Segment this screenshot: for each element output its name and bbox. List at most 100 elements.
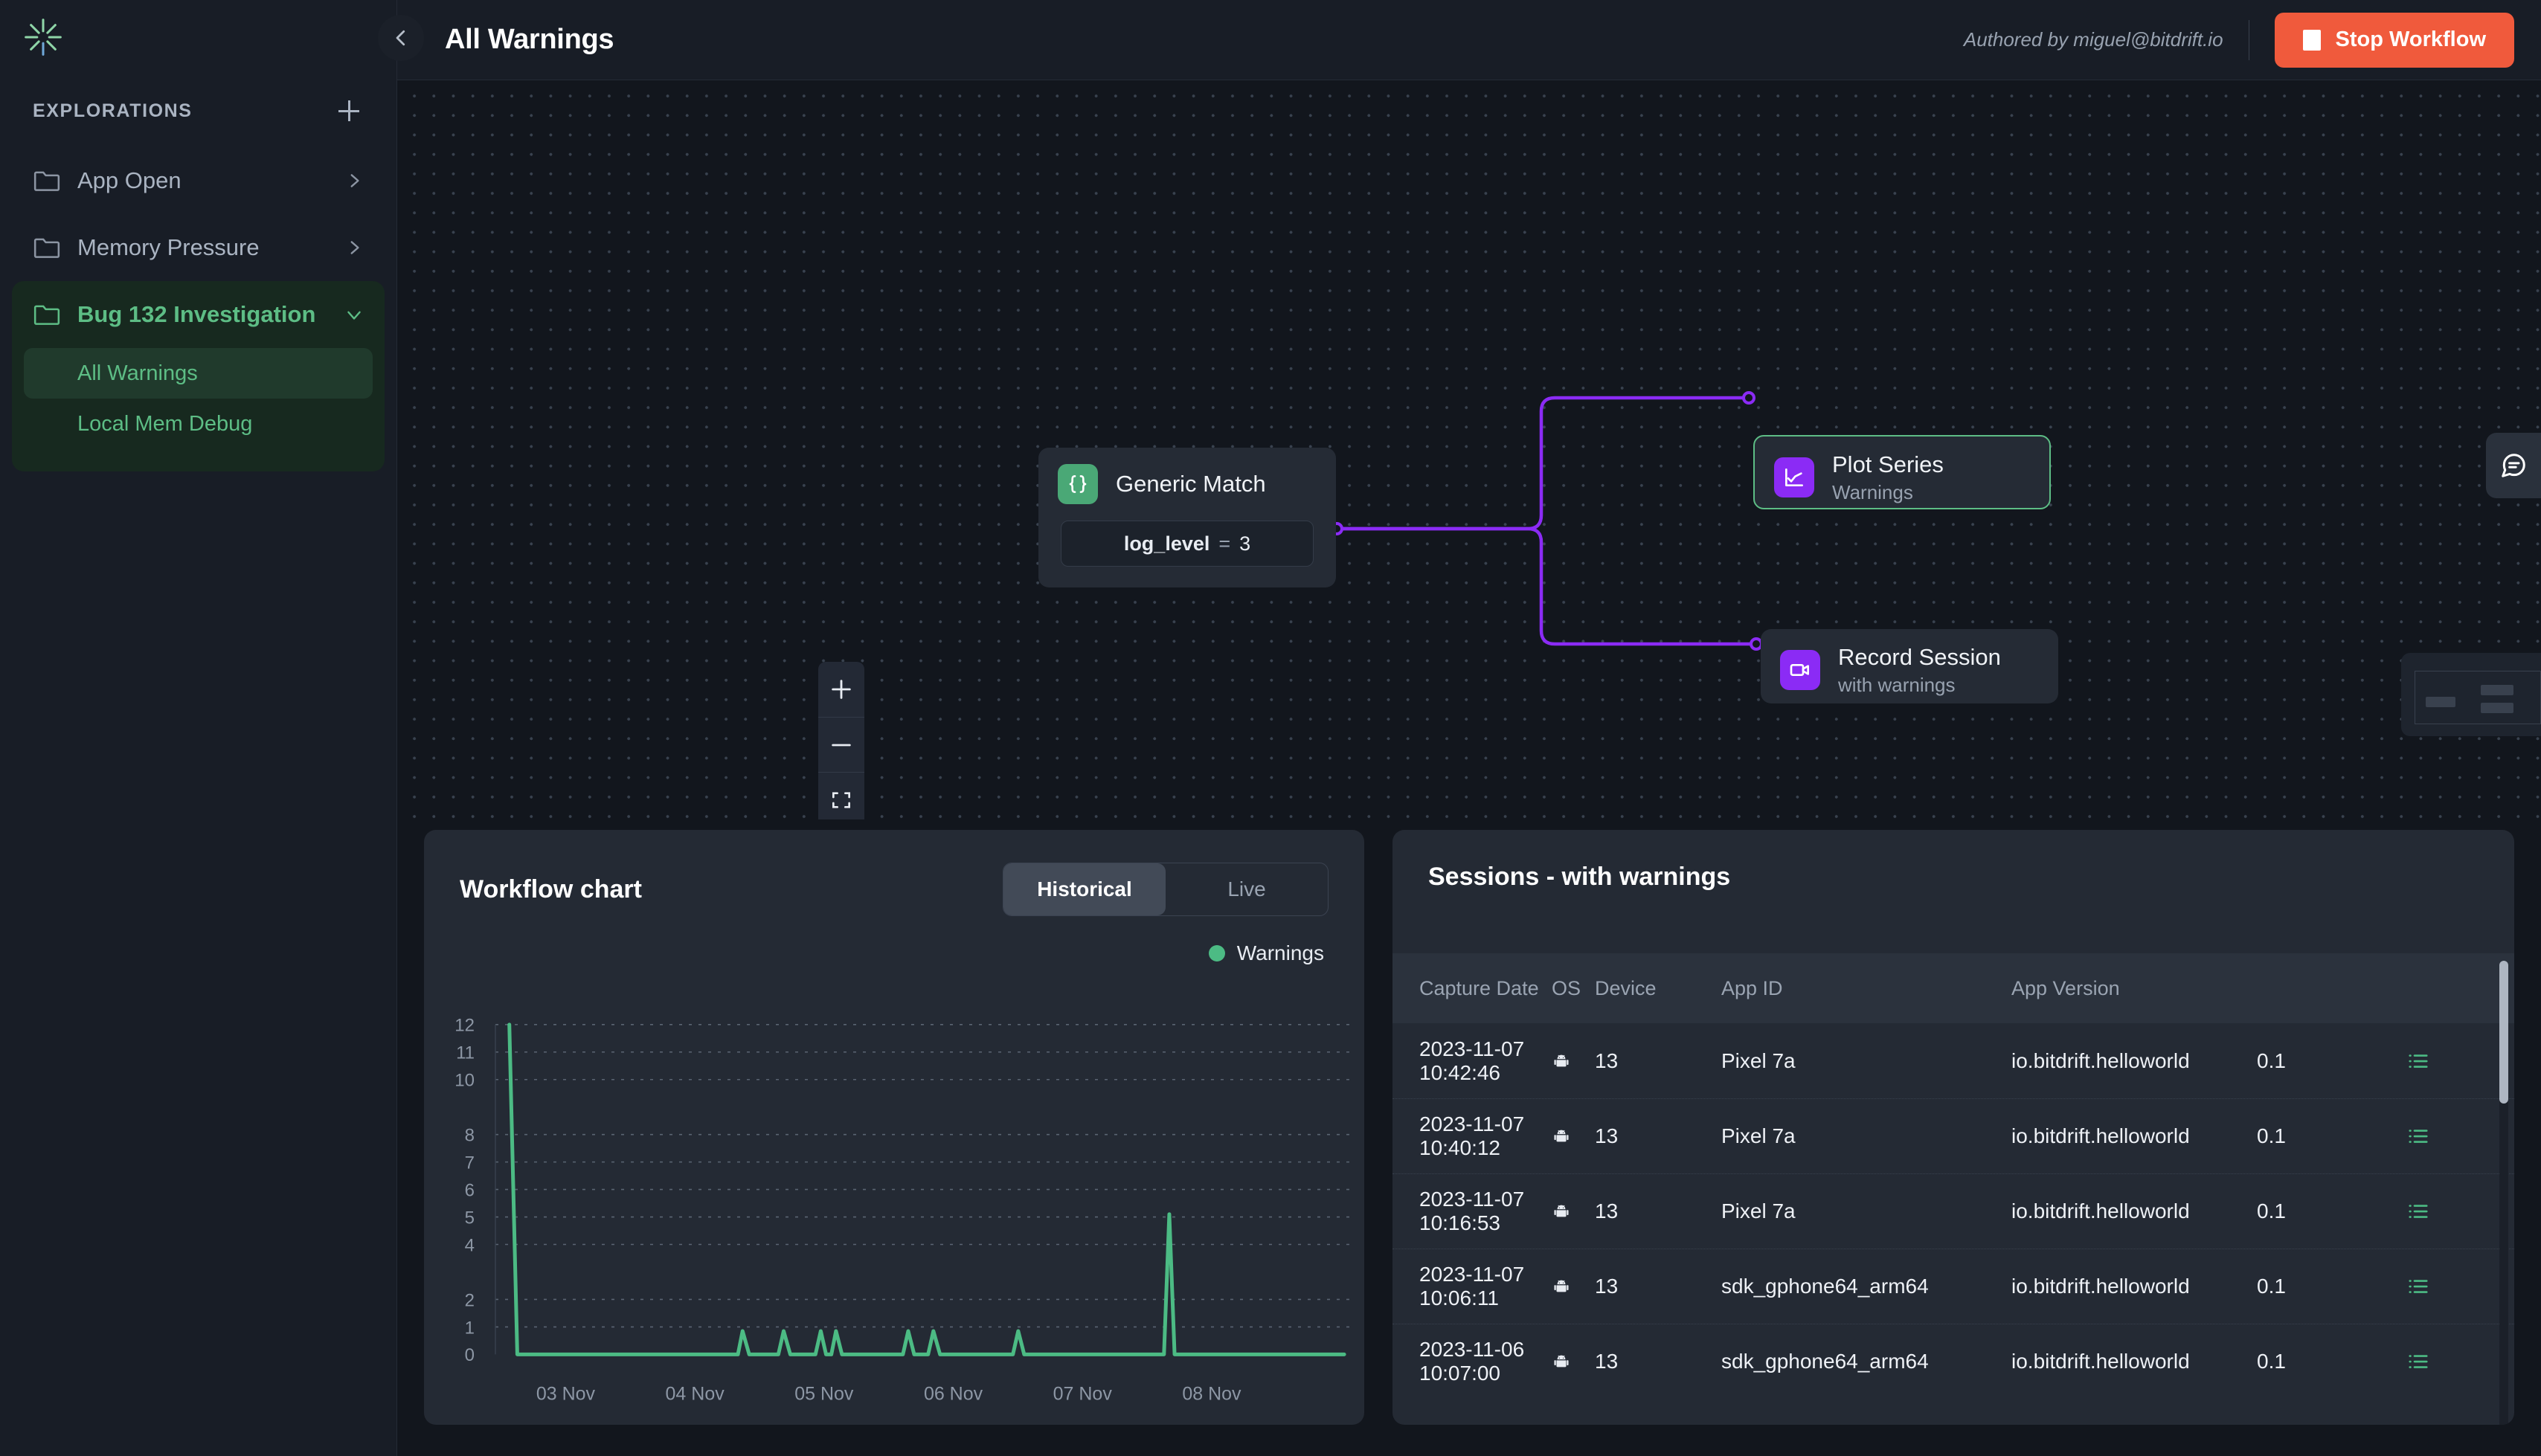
node-header: Plot Series Warnings <box>1755 437 2049 504</box>
cell-os <box>1552 1277 1595 1296</box>
workflow-edges <box>1330 391 1763 651</box>
column-header-capture-date: Capture Date <box>1419 976 1539 999</box>
cell-os-version: 13 <box>1595 1350 1619 1373</box>
zoom-out-button[interactable] <box>818 717 864 772</box>
cell-app-version: 0.1 <box>2257 1350 2286 1373</box>
cell-os-version: 13 <box>1595 1048 1619 1072</box>
node-subtitle: with warnings <box>1838 673 1956 696</box>
sidebar-item-all-warnings[interactable]: All Warnings <box>24 348 373 399</box>
workflow-canvas[interactable]: Generic Match log_level = 3 <box>397 80 2541 819</box>
table-header-row: Capture Date OS Device App ID App Versio… <box>1392 953 2514 1023</box>
node-title-block: Record Session with warnings <box>1838 644 2001 697</box>
node-title-block: Generic Match <box>1116 471 1266 497</box>
folder-row-app-open[interactable]: App Open <box>12 147 385 214</box>
explorations-header: EXPLORATIONS <box>0 86 396 135</box>
sidebar: EXPLORATIONS App Open <box>0 0 397 1456</box>
chevron-right-icon <box>350 174 359 187</box>
node-plot-series[interactable]: Plot Series Warnings <box>1753 435 2051 509</box>
y-tick-label: 0 <box>465 1345 475 1365</box>
legend-label: Warnings <box>1236 941 1324 964</box>
chart-card-header: Workflow chart Historical Live <box>424 830 1364 916</box>
node-header: Generic Match <box>1038 448 1336 504</box>
folder-row-memory-pressure[interactable]: Memory Pressure <box>12 214 385 281</box>
plus-icon <box>832 680 851 699</box>
series-warnings <box>507 1022 1346 1356</box>
condition-operator: = <box>1218 532 1231 555</box>
braces-icon <box>1058 464 1098 504</box>
table-title: Sessions - with warnings <box>1428 863 1731 891</box>
condition-value: 3 <box>1239 532 1251 555</box>
node-record-session[interactable]: Record Session with warnings <box>1761 629 2058 703</box>
top-bar-right: Authored by miguel@bitdrift.io Stop Work… <box>1963 12 2514 68</box>
cell-capture-date: 2023-11-07 10:42:46 <box>1419 1037 1525 1084</box>
chat-button[interactable] <box>2486 433 2541 498</box>
chevron-down-icon <box>347 311 361 320</box>
node-title: Record Session <box>1838 644 2001 670</box>
tab-live[interactable]: Live <box>1227 877 1266 901</box>
explorations-nav: App Open Memory Pressure <box>0 147 396 471</box>
row-action-button[interactable] <box>2368 1352 2514 1371</box>
cell-device: Pixel 7a <box>1721 1124 1796 1147</box>
cell-app-version: 0.1 <box>2257 1048 2286 1072</box>
cell-capture-date: 2023-11-07 10:16:53 <box>1419 1188 1525 1234</box>
stop-square-icon <box>2302 29 2321 51</box>
node-subtitle: Warnings <box>1832 480 1913 503</box>
row-action-button[interactable] <box>2368 1277 2514 1296</box>
list-icon <box>2409 1205 2428 1218</box>
fit-to-screen-icon <box>832 791 850 808</box>
node-title: Plot Series <box>1832 451 1944 477</box>
sidebar-item-local-mem-debug[interactable]: Local Mem Debug <box>77 411 253 436</box>
chat-bubble-icon <box>2502 454 2525 477</box>
cell-app-id: io.bitdrift.helloworld <box>2011 1350 2190 1373</box>
android-icon <box>1554 1355 1569 1368</box>
row-action-button[interactable] <box>2368 1127 2514 1146</box>
zoom-in-button[interactable] <box>818 662 864 717</box>
y-tick-label: 8 <box>465 1126 475 1146</box>
sidebar-folder-app-open: App Open <box>12 147 385 214</box>
folder-row-bug-132-investigation[interactable]: Bug 132 Investigation <box>12 281 385 348</box>
node-title-block: Plot Series Warnings <box>1832 451 1944 504</box>
minimap[interactable] <box>2401 653 2541 736</box>
list-icon <box>2409 1054 2428 1068</box>
chart-title: Workflow chart <box>460 874 642 903</box>
sidebar-folder-bug-132-investigation: Bug 132 Investigation All Warnings Local… <box>12 281 385 471</box>
x-tick-label: 06 Nov <box>924 1385 983 1405</box>
collapse-sidebar-button[interactable] <box>378 15 424 61</box>
x-tick-label: 03 Nov <box>536 1385 596 1405</box>
android-icon <box>1554 1130 1569 1142</box>
cell-os <box>1552 1051 1595 1071</box>
folder-label: Bug 132 Investigation <box>77 301 316 327</box>
y-tick-label: 1 <box>465 1318 475 1338</box>
fit-to-screen-button[interactable] <box>818 772 864 819</box>
column-header-app-version: App Version <box>2011 976 2120 999</box>
table-scrollbar[interactable] <box>2499 961 2508 1425</box>
cell-capture-date: 2023-11-07 10:06:11 <box>1419 1263 1525 1310</box>
row-action-button[interactable] <box>2368 1051 2514 1071</box>
node-generic-match[interactable]: Generic Match log_level = 3 <box>1038 448 1336 587</box>
scrollbar-thumb[interactable] <box>2499 961 2508 1104</box>
node-condition-pill[interactable]: log_level = 3 <box>1061 521 1314 567</box>
logo[interactable] <box>0 0 396 71</box>
cell-os <box>1552 1202 1595 1221</box>
add-exploration-button[interactable] <box>334 96 364 126</box>
authored-by-label: Authored by miguel@bitdrift.io <box>1963 28 2223 51</box>
cell-app-id: io.bitdrift.helloworld <box>2011 1275 2190 1298</box>
folder-label: App Open <box>77 167 182 193</box>
column-header-app-id: App ID <box>1721 976 1783 999</box>
cell-app-version: 0.1 <box>2257 1124 2286 1147</box>
explorations-title: EXPLORATIONS <box>33 100 193 121</box>
node-title: Generic Match <box>1116 471 1266 497</box>
list-icon <box>2409 1280 2428 1293</box>
node-header: Record Session with warnings <box>1761 629 2058 697</box>
column-header-os: OS <box>1552 976 1581 999</box>
row-action-button[interactable] <box>2368 1202 2514 1221</box>
stop-workflow-button[interactable]: Stop Workflow <box>2274 12 2514 68</box>
tab-historical[interactable]: Historical <box>1003 863 1166 915</box>
